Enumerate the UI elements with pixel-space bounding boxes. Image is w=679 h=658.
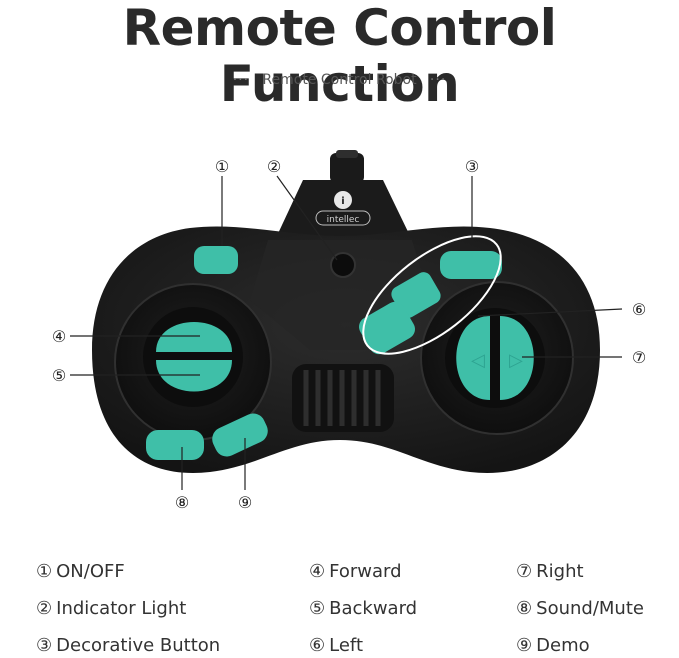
callout-3: ③: [465, 157, 479, 176]
speaker-grille: [292, 364, 394, 432]
right-button[interactable]: [500, 316, 534, 400]
on-off-button[interactable]: [194, 246, 238, 274]
top-bridge: [275, 180, 412, 240]
svg-text:i: i: [341, 196, 344, 207]
subtitle-text: Remote Control Robot: [262, 72, 417, 88]
callout-lines: [70, 175, 623, 490]
callout-6: ⑥: [632, 300, 646, 319]
subtitle-dots-right: ···: [429, 72, 447, 88]
brand-label: intellec: [327, 215, 360, 225]
left-arrow-icon: ◁: [471, 350, 485, 371]
subtitle-dots-left: ···: [232, 72, 250, 88]
brand-logo-icon: [334, 191, 352, 209]
callout-9: ⑨: [238, 493, 252, 512]
callout-4: ④: [52, 327, 66, 346]
callout-7: ⑦: [632, 348, 646, 367]
right-arrow-icon: ▷: [509, 350, 523, 371]
left-button[interactable]: [456, 316, 490, 400]
remote-control-illustration: i intellec ◁ ▷: [52, 150, 646, 512]
callout-8: ⑧: [175, 493, 189, 512]
callout-5: ⑤: [52, 366, 66, 385]
sound-mute-button[interactable]: [146, 430, 204, 460]
callout-2: ②: [267, 157, 281, 176]
page-title: Remote Control Function: [122, 0, 557, 113]
forward-button[interactable]: [156, 322, 232, 352]
antenna-knob: [330, 150, 364, 183]
backward-button[interactable]: [156, 360, 232, 392]
callout-1: ①: [215, 157, 229, 176]
decorative-buttons[interactable]: [355, 251, 502, 358]
decorative-highlight-ring: [362, 235, 502, 355]
page-subtitle: ··· Remote Control Robot ···: [0, 72, 679, 88]
demo-button[interactable]: [208, 410, 271, 461]
